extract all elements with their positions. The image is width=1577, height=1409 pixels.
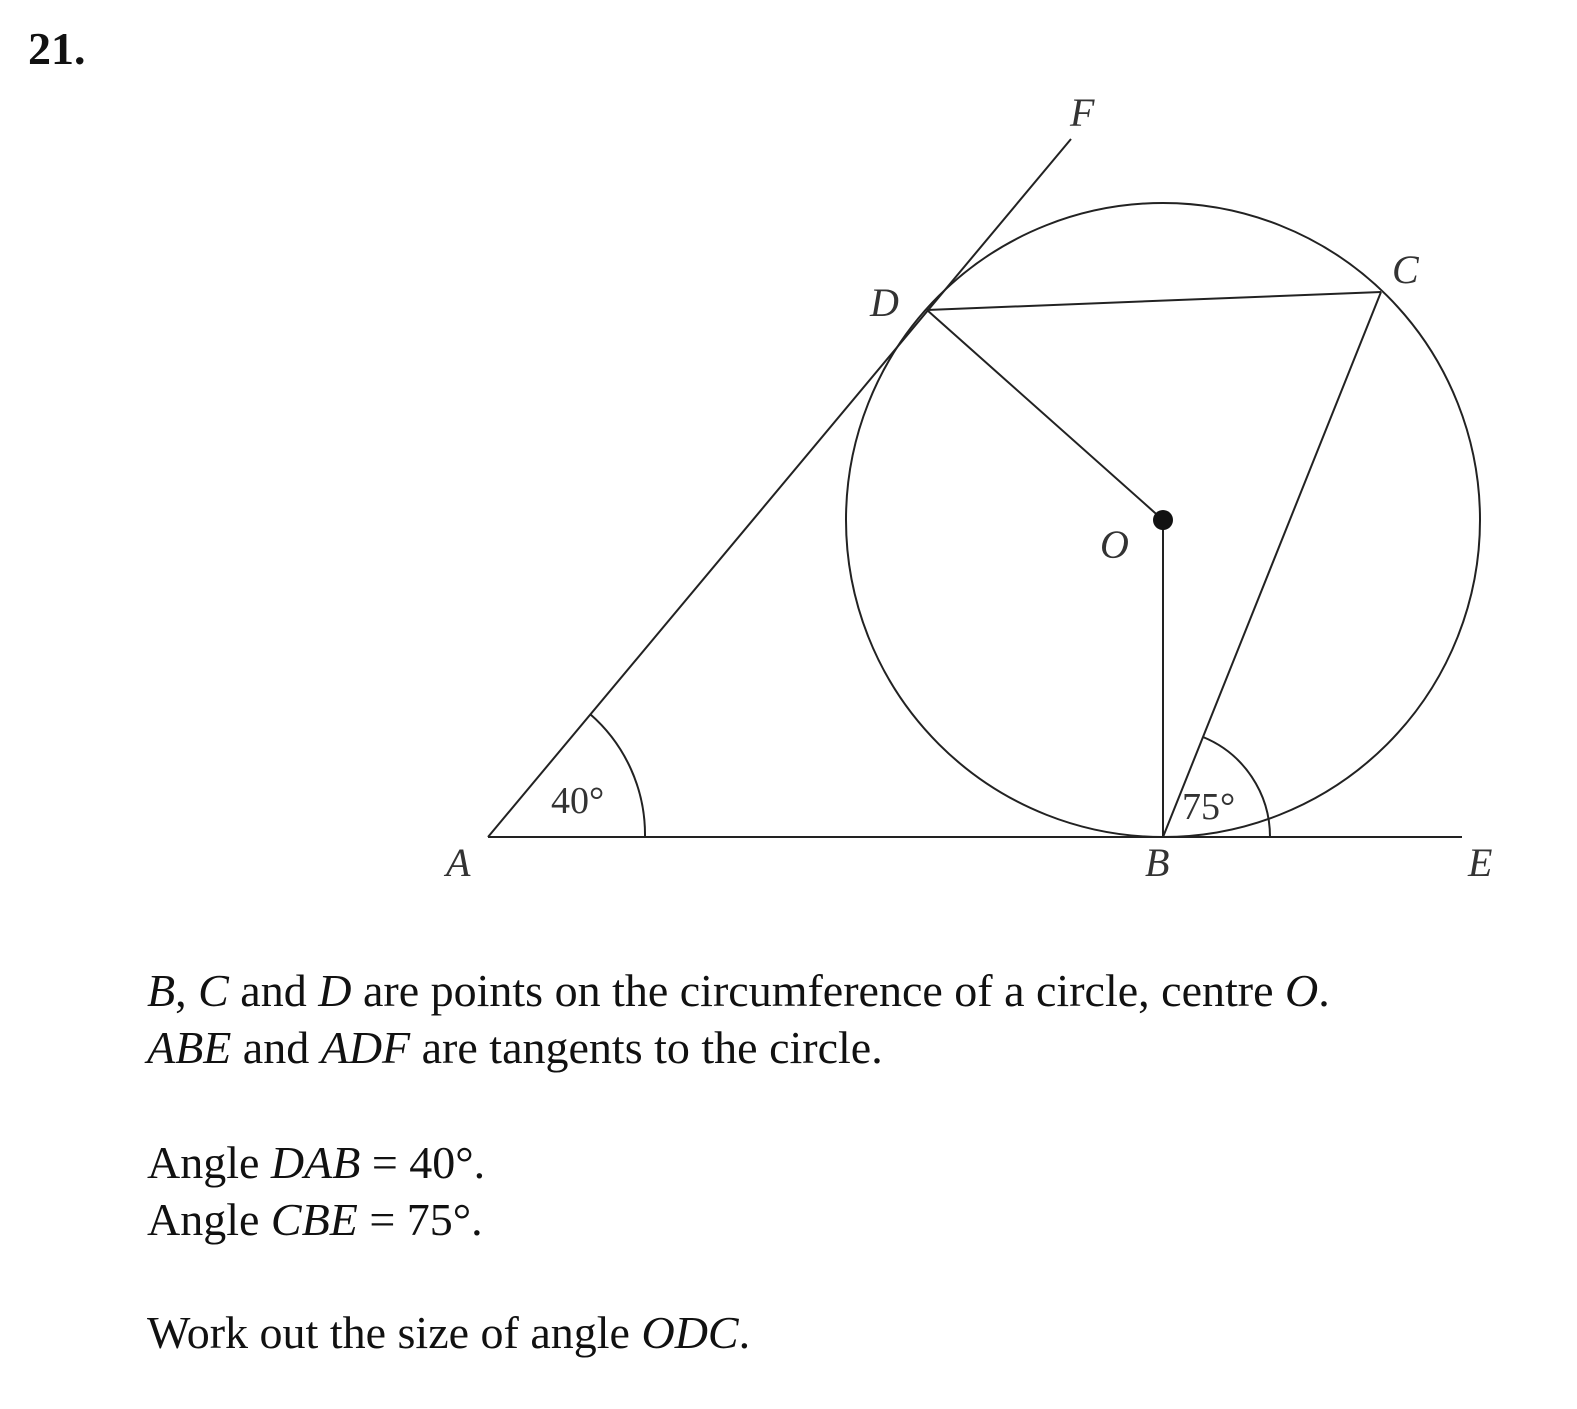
given-line-1: Angle DAB = 40°. bbox=[147, 1137, 486, 1188]
label-c: C bbox=[1392, 247, 1420, 292]
geometry-diagram: F C D O A B E 40° 75° bbox=[443, 90, 1492, 885]
label-d: D bbox=[869, 280, 899, 325]
tangent-adf bbox=[487, 138, 1072, 838]
question-number: 21. bbox=[28, 23, 86, 74]
given-line-2: Angle CBE = 75°. bbox=[147, 1194, 483, 1245]
problem-statement: B, C and D are points on the circumferen… bbox=[147, 962, 1330, 1076]
label-a: A bbox=[443, 840, 471, 885]
angle-arc-a bbox=[589, 713, 647, 838]
angle-label-cbe: 75° bbox=[1182, 786, 1235, 828]
statement-line-1: B, C and D are points on the circumferen… bbox=[147, 965, 1330, 1016]
angle-arc-b bbox=[1202, 736, 1272, 838]
chord-bc bbox=[1162, 291, 1382, 838]
label-f: F bbox=[1069, 90, 1095, 135]
angle-label-dab: 40° bbox=[551, 780, 604, 822]
given-angles: Angle DAB = 40°. Angle CBE = 75°. bbox=[147, 1134, 485, 1248]
task-prompt: Work out the size of angle ODC. bbox=[147, 1307, 751, 1358]
label-o: O bbox=[1100, 522, 1129, 567]
statement-line-2: ABE and ADF are tangents to the circle. bbox=[147, 1022, 883, 1073]
radius-od bbox=[926, 309, 1164, 521]
label-b: B bbox=[1145, 840, 1169, 885]
centre-dot bbox=[1153, 510, 1173, 530]
label-e: E bbox=[1467, 840, 1492, 885]
chord-dc bbox=[926, 291, 1382, 311]
